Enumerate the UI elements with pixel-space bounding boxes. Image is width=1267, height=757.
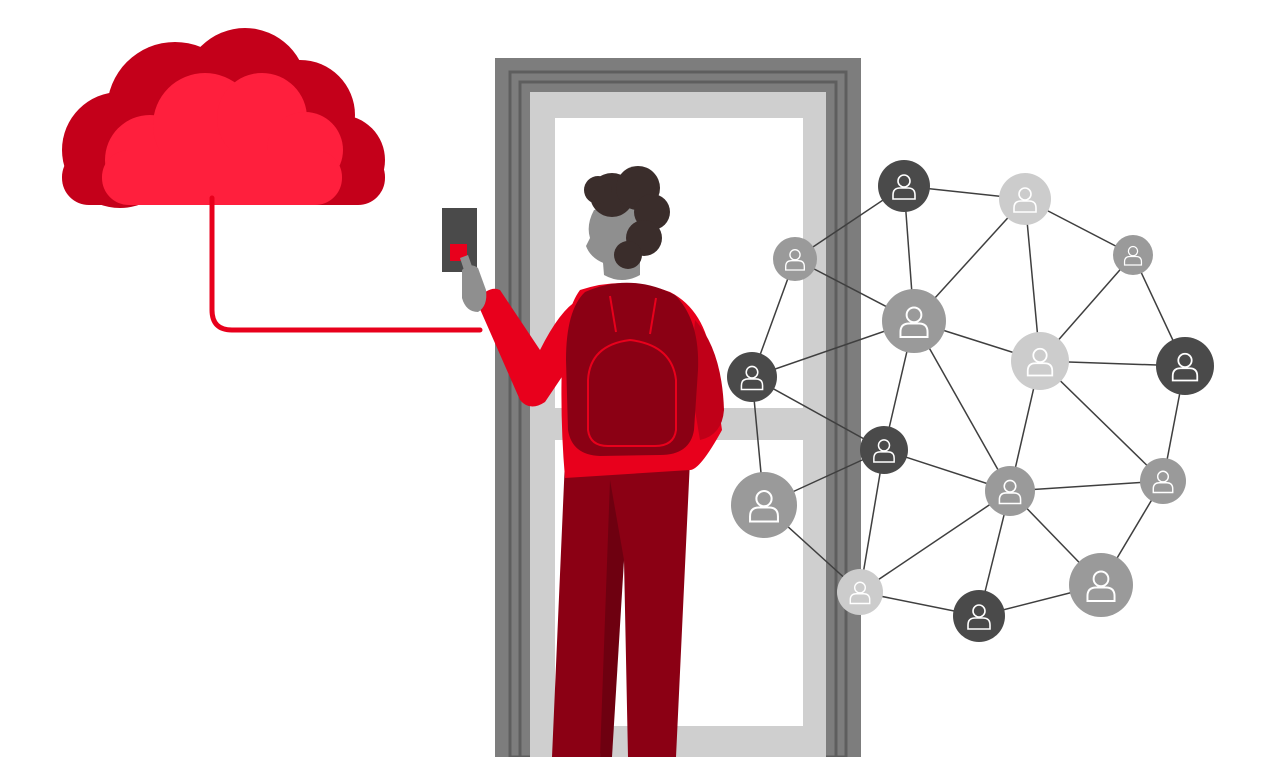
cloud-front-layer [102,73,343,205]
network-node-circle [1140,458,1186,504]
user-icon [892,174,916,200]
user-icon [740,365,764,391]
network-node-circle [1069,553,1133,617]
backpack-pocket-seam [587,338,677,447]
user-icon [899,306,929,338]
network-node [1140,458,1186,504]
person-hair [584,166,670,269]
network-node [731,472,797,538]
network-node [773,237,817,281]
person-pants-shade [600,480,624,757]
user-icon [873,439,895,463]
network-node-circle [1156,337,1214,395]
network-edge [1009,480,1164,492]
network-node-circle [882,289,946,353]
network-nodes [727,160,1214,642]
network-node [882,289,946,353]
door-frame-inlay-inner [518,80,838,757]
network-node [985,466,1035,516]
user-icon [849,581,871,605]
network-edge [859,449,885,593]
person-arm [476,288,580,407]
network-node-circle [985,466,1035,516]
person-back-arm [690,320,724,440]
network-cable [209,195,483,333]
user-icon [998,479,1022,505]
network-node [1156,337,1214,395]
network-node-circle [878,160,930,212]
network-node [878,160,930,212]
network-node-circle [953,590,1005,642]
network-node [1113,235,1153,275]
user-icon [1123,245,1143,266]
user-icon [1086,570,1116,602]
network-node [1069,553,1133,617]
network-node-circle [1113,235,1153,275]
network-node [953,590,1005,642]
network-node [727,352,777,402]
network-node [1011,332,1069,390]
network-node-circle [860,426,908,474]
network-node [837,569,883,615]
network-node-circle [727,352,777,402]
network-node-circle [1011,332,1069,390]
network-node [860,426,908,474]
network-node-circle [773,237,817,281]
person-pants [552,460,690,757]
card-reader-body [442,208,477,272]
card-reader [442,208,477,272]
backpack [566,282,699,456]
network-node-circle [731,472,797,538]
user-icon [967,604,991,630]
card-reader-button [450,244,467,261]
user-icon [1026,347,1054,377]
user-icon [749,490,779,523]
network-node-circle [999,173,1051,225]
person-finger [460,255,474,276]
user-icon [1152,470,1174,494]
backpack-strap-seam [609,295,657,335]
cloud-icon [62,28,385,208]
door-frame-inlay [508,70,848,757]
network-edge [913,320,1011,492]
network-node-circle [837,569,883,615]
user-icon [1171,352,1199,382]
network-edge [859,490,1011,593]
user-icon [1013,187,1037,213]
person-hand [462,265,487,312]
user-icon [785,249,805,271]
network-node [999,173,1051,225]
person-figure [460,166,724,757]
network-edge [751,376,885,451]
